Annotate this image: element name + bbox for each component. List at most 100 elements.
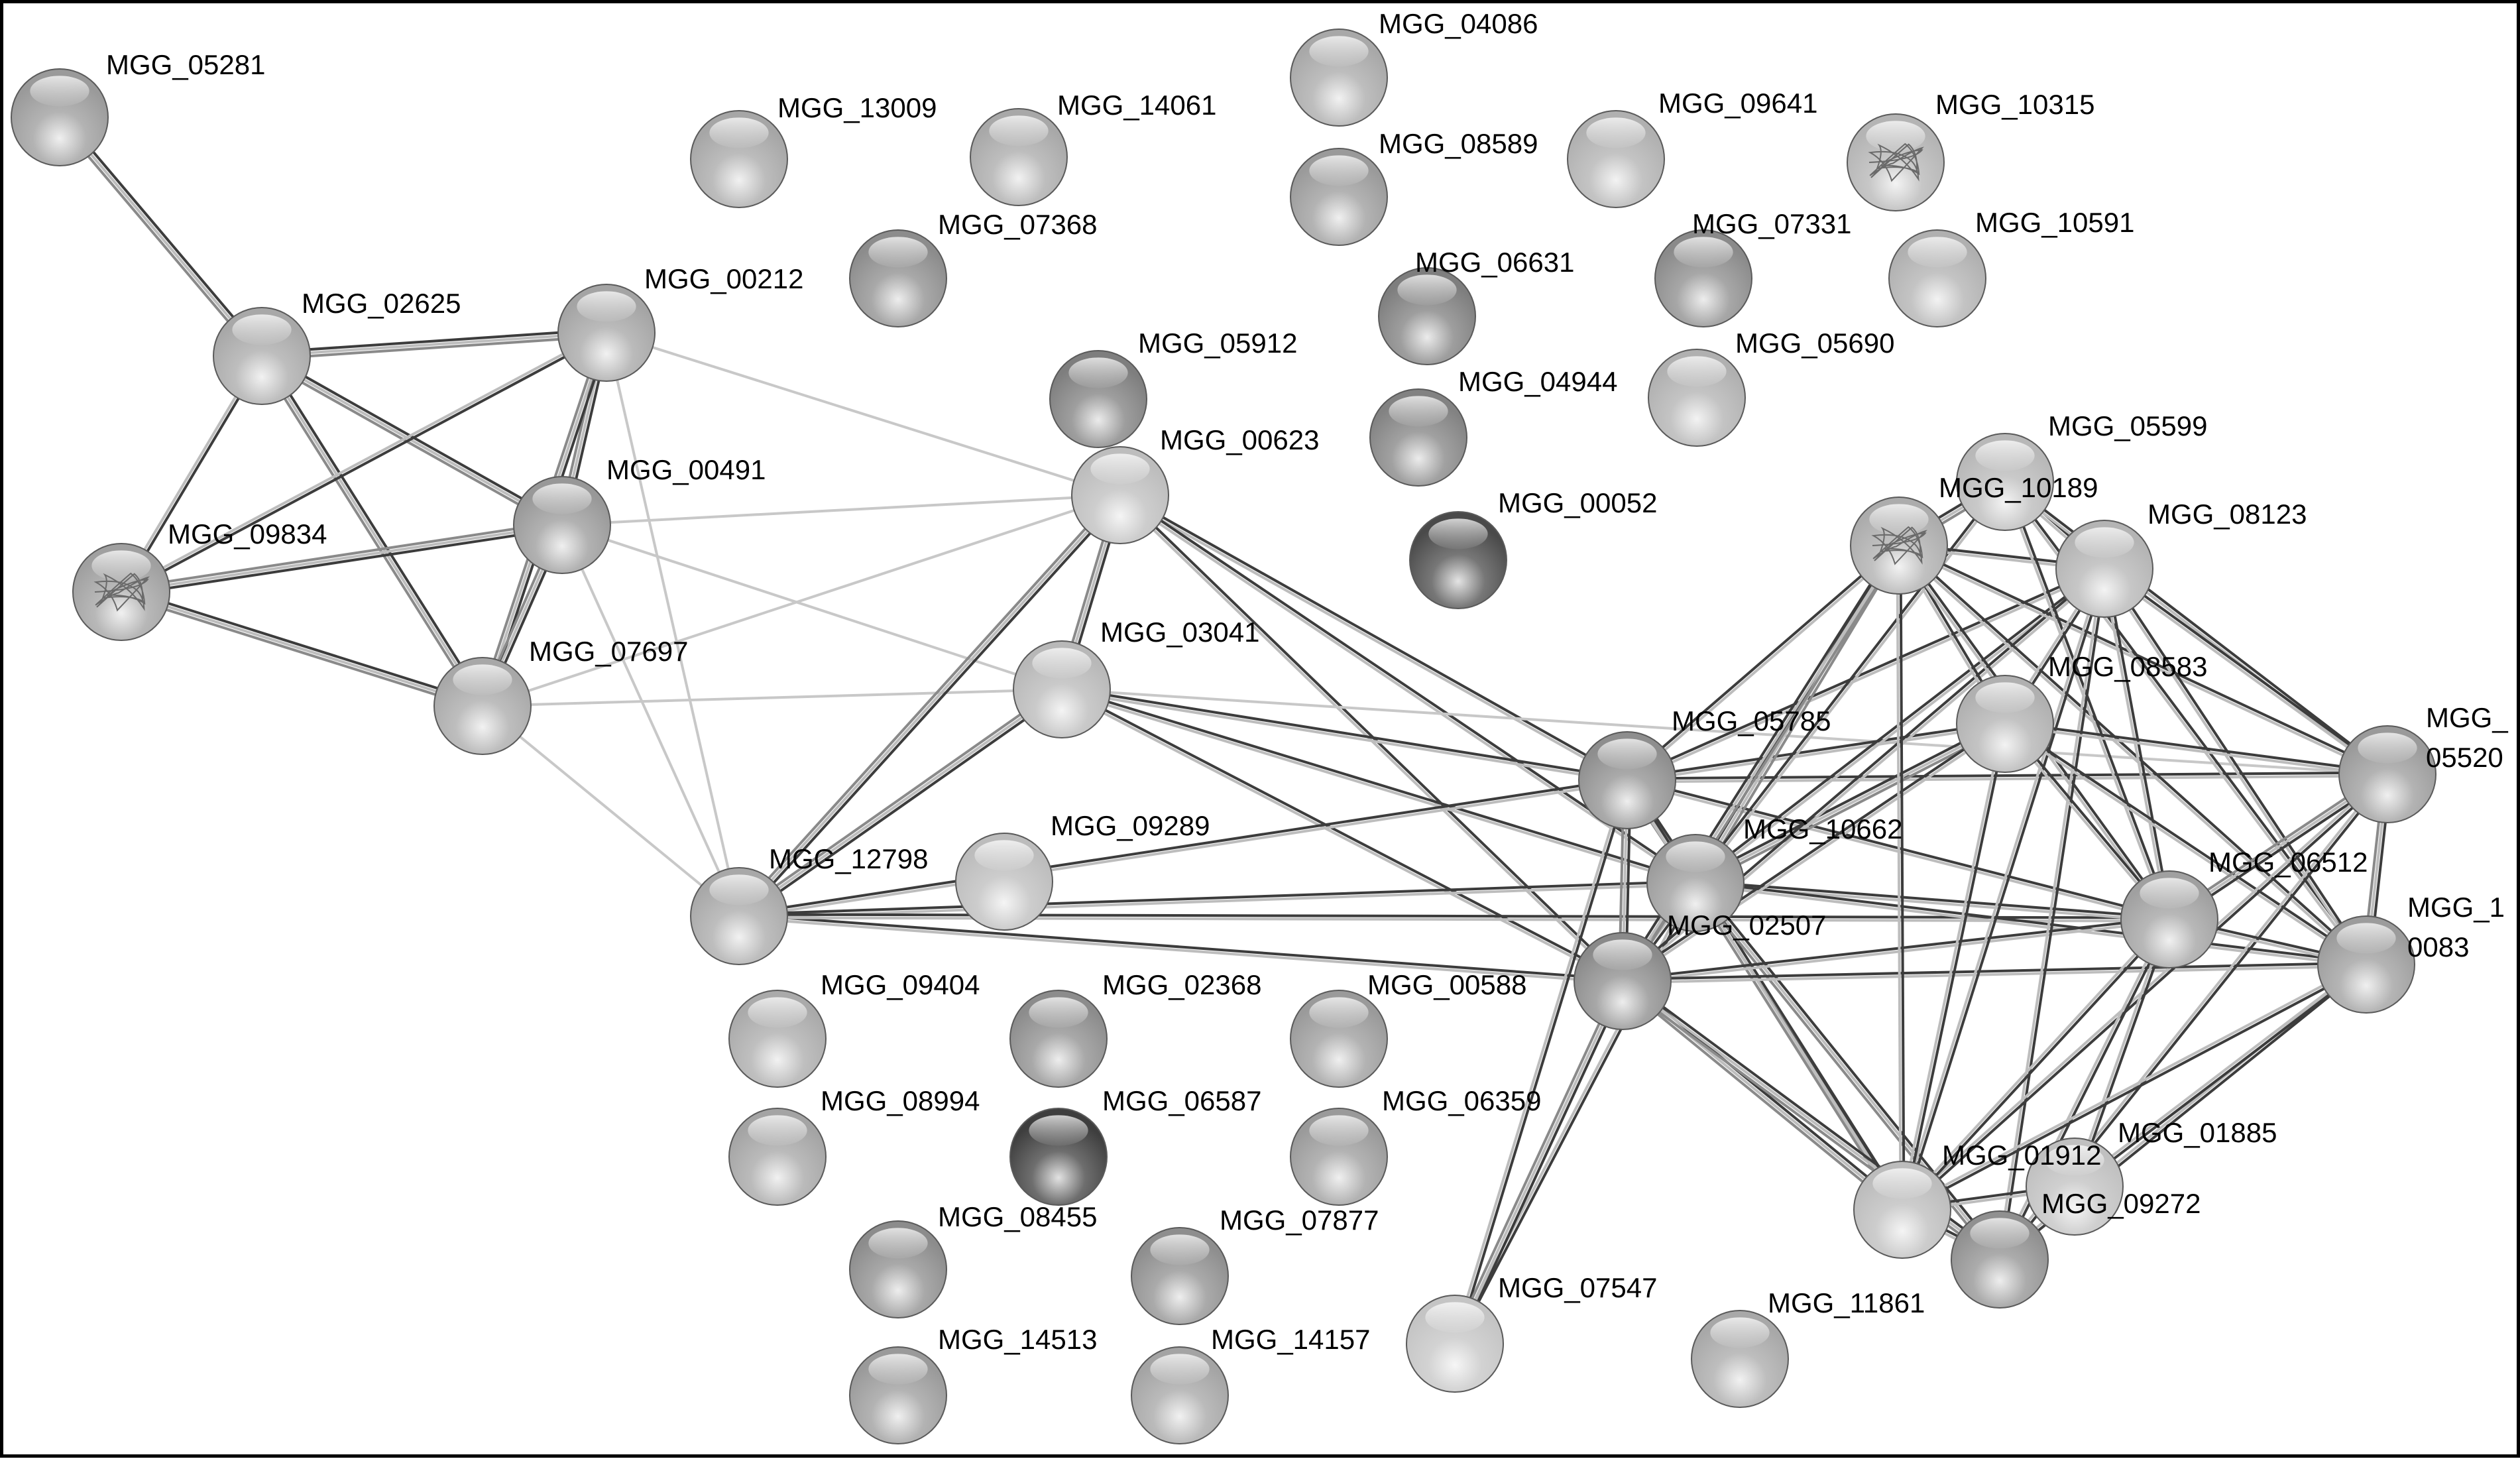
edge-strand	[1697, 546, 1903, 886]
edge-strand	[1902, 964, 2368, 1212]
edge-strand	[1899, 723, 2005, 1210]
protein-node-mgg-00623[interactable]	[1071, 446, 1169, 544]
node-label-line: MGG_00212	[644, 263, 803, 294]
protein-node-mgg-08589[interactable]	[1290, 148, 1388, 246]
protein-node-mgg-05520[interactable]	[2338, 725, 2436, 823]
edge-strand	[1120, 493, 1629, 780]
node-label: MGG_06359	[1382, 1085, 1541, 1116]
edge-strand	[1622, 916, 2169, 981]
node-label: MGG_08583	[2048, 651, 2207, 682]
node-label-line: MGG_13009	[777, 92, 937, 123]
protein-node-mgg-12798[interactable]	[690, 867, 788, 965]
protein-node-mgg-08455[interactable]	[849, 1220, 947, 1318]
node-highlight	[748, 1115, 807, 1146]
protein-node-mgg-06587[interactable]	[1009, 1108, 1108, 1206]
protein-node-mgg-06359[interactable]	[1290, 1108, 1388, 1206]
interaction-edge	[481, 705, 740, 917]
protein-node-mgg-00588[interactable]	[1290, 990, 1388, 1088]
edge-strand	[260, 355, 484, 707]
protein-node-mgg-14061[interactable]	[970, 108, 1068, 206]
node-label-line: MGG_06512	[2208, 847, 2368, 878]
protein-node-mgg-05912[interactable]	[1049, 350, 1147, 448]
node-label: MGG_07331	[1692, 208, 1851, 239]
protein-node-mgg-01912[interactable]	[1853, 1161, 1951, 1259]
protein-node-mgg-06512[interactable]	[2120, 870, 2218, 968]
node-highlight	[974, 840, 1034, 871]
protein-node-mgg-06631[interactable]	[1378, 267, 1476, 365]
node-label-line: MGG_12798	[769, 843, 928, 874]
edge-strand	[2075, 964, 2368, 1189]
protein-node-mgg-08123[interactable]	[2055, 520, 2153, 618]
protein-node-mgg-04944[interactable]	[1369, 388, 1467, 487]
protein-node-mgg-09272[interactable]	[1951, 1210, 2049, 1309]
node-highlight	[2075, 527, 2134, 558]
protein-node-mgg-05690[interactable]	[1648, 349, 1746, 447]
node-label-line: MGG_08994	[821, 1085, 980, 1116]
protein-node-mgg-08994[interactable]	[728, 1108, 827, 1206]
protein-node-mgg-07697[interactable]	[433, 657, 532, 755]
protein-node-mgg-10315[interactable]	[1847, 113, 1945, 211]
node-label-line: MGG_14513	[938, 1324, 1097, 1355]
protein-node-mgg-13009[interactable]	[690, 110, 788, 208]
protein-node-mgg-11861[interactable]	[1691, 1310, 1789, 1408]
protein-node-mgg-05785[interactable]	[1578, 731, 1676, 829]
interaction-edge	[1060, 686, 1697, 886]
edge-strand	[2073, 962, 2366, 1187]
protein-node-mgg-02368[interactable]	[1009, 990, 1108, 1088]
edge-strand	[259, 357, 561, 530]
edge-strand	[606, 331, 1121, 497]
protein-node-mgg-08583[interactable]	[1956, 675, 2054, 773]
protein-node-mgg-05281[interactable]	[11, 68, 109, 166]
protein-node-mgg-02507[interactable]	[1574, 932, 1672, 1030]
node-label-line: MGG_05912	[1138, 327, 1297, 359]
node-label: MGG_07877	[1220, 1204, 1379, 1236]
node-label: MGG_01885	[2118, 1117, 2277, 1148]
edge-strand	[481, 705, 740, 917]
protein-node-mgg-07547[interactable]	[1406, 1295, 1504, 1393]
node-highlight	[868, 237, 928, 268]
edge-strand	[2005, 479, 2389, 774]
node-label-line: MGG_02368	[1102, 969, 1261, 1000]
node-label-line: MGG_07368	[938, 209, 1097, 240]
protein-node-mgg-09404[interactable]	[728, 990, 827, 1088]
protein-node-mgg-05599[interactable]	[1956, 433, 2054, 531]
protein-node-mgg-04086[interactable]	[1290, 29, 1388, 127]
edge-strand	[121, 526, 563, 597]
edge-strand	[482, 494, 1121, 707]
node-label-line: MGG_04086	[1379, 8, 1538, 39]
protein-node-mgg-00212[interactable]	[557, 284, 656, 382]
protein-node-mgg-09289[interactable]	[955, 833, 1053, 931]
node-highlight	[2140, 878, 2199, 909]
protein-node-mgg-07331[interactable]	[1654, 229, 1752, 327]
edge-strand	[56, 118, 260, 359]
edge-strand	[1996, 917, 2169, 1259]
node-label-line: MGG_07331	[1692, 208, 1851, 239]
protein-node-mgg-09834[interactable]	[72, 543, 170, 641]
protein-node-mgg-09641[interactable]	[1567, 110, 1665, 208]
protein-node-mgg-14513[interactable]	[849, 1346, 947, 1444]
protein-node-mgg-10662[interactable]	[1646, 834, 1745, 932]
protein-node-mgg-10189[interactable]	[1850, 497, 1948, 595]
interaction-edge	[2003, 721, 2368, 967]
edge-strand	[736, 685, 1061, 915]
edge-strand	[1061, 689, 1627, 784]
node-label: MGG_06512	[2208, 847, 2368, 878]
node-label-line: MGG_00623	[1160, 424, 1319, 455]
node-label: MGG_05599	[2048, 410, 2207, 441]
protein-node-mgg-01885[interactable]	[2026, 1138, 2124, 1236]
protein-node-mgg-07368[interactable]	[849, 229, 947, 327]
protein-node-mgg-03041[interactable]	[1013, 640, 1111, 738]
protein-node-mgg-10591[interactable]	[1888, 229, 1986, 327]
interaction-edge	[1118, 493, 1629, 783]
edge-strand	[738, 916, 1623, 984]
protein-node-mgg-14157[interactable]	[1131, 1346, 1229, 1444]
protein-node-mgg-00491[interactable]	[513, 476, 611, 574]
protein-node-mgg-00052[interactable]	[1409, 511, 1507, 609]
node-label-line: MGG_01912	[1942, 1140, 2101, 1171]
protein-node-mgg-07877[interactable]	[1131, 1227, 1229, 1325]
protein-node-mgg-02625[interactable]	[213, 307, 311, 405]
interaction-edge	[1061, 686, 1628, 784]
protein-node-mgg-10083[interactable]	[2317, 915, 2415, 1014]
node-label-line: MGG_05599	[2048, 410, 2207, 441]
